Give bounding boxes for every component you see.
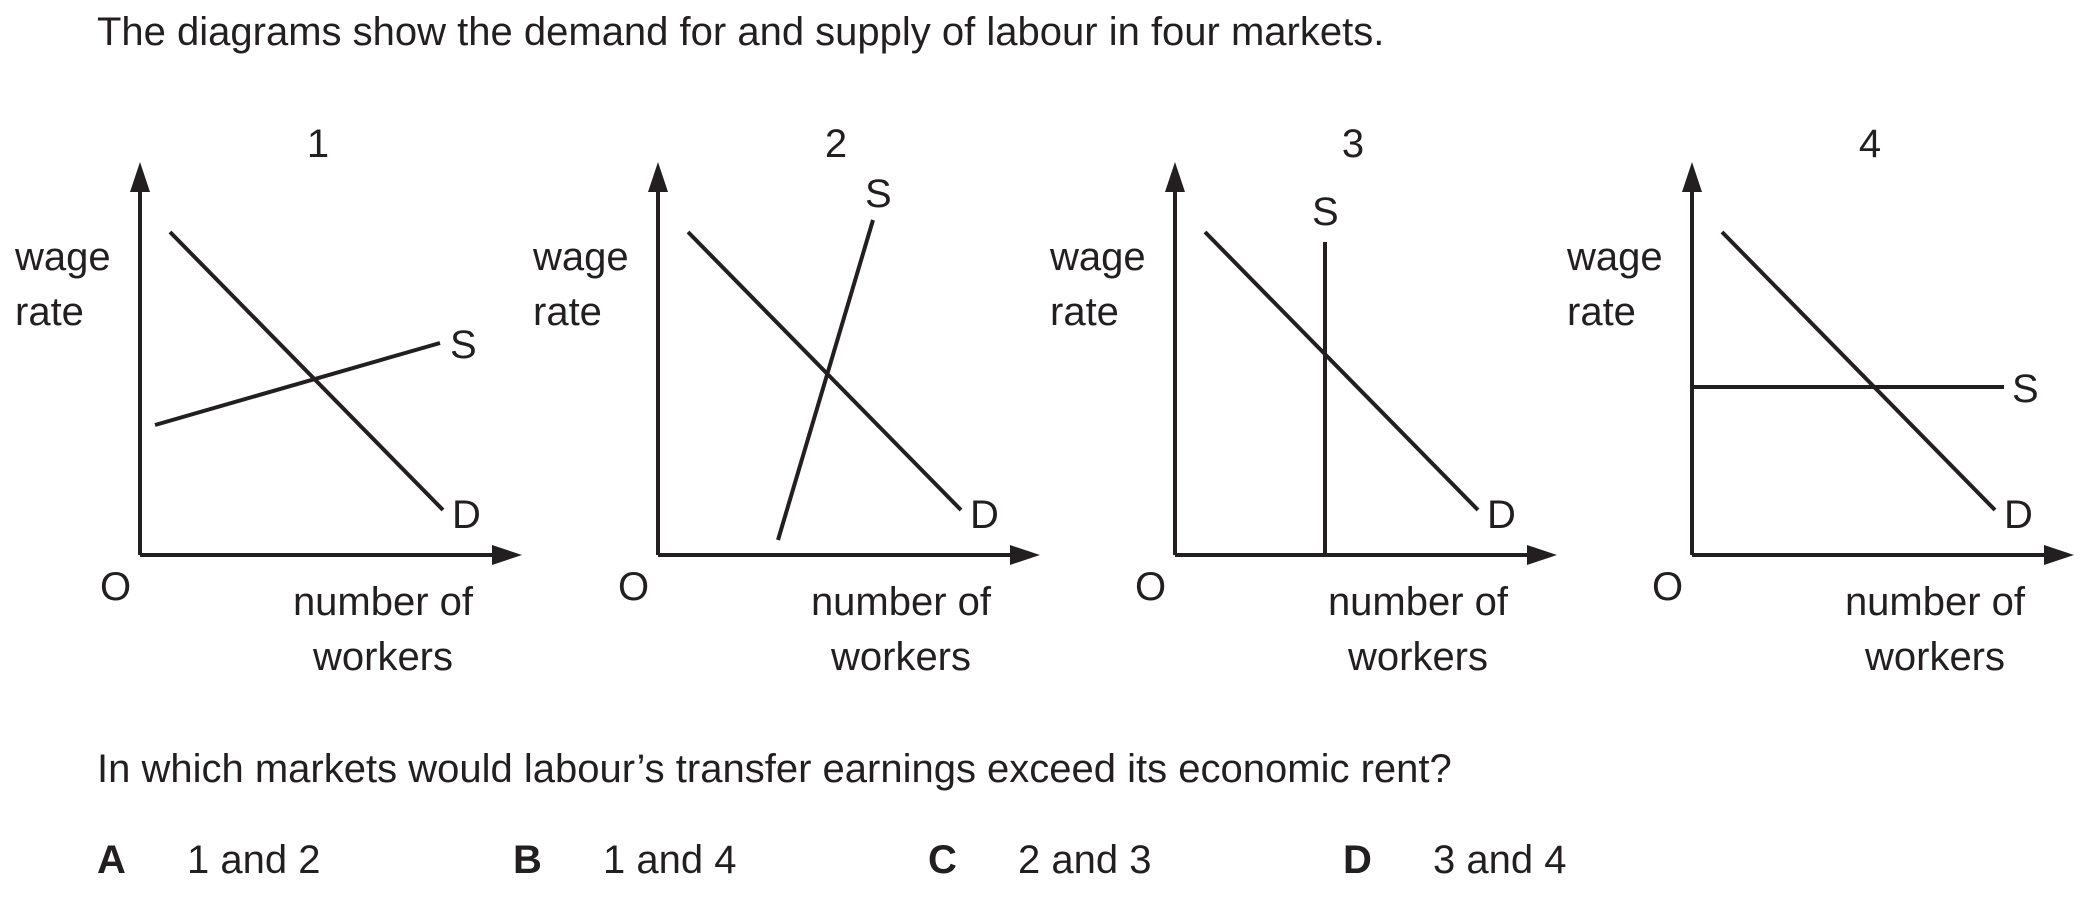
option-a-letter: A xyxy=(97,838,126,882)
x-axis-label-line2: workers xyxy=(1864,635,2005,679)
y-axis-label-line1: wage xyxy=(1566,235,1663,279)
x-axis-arrow xyxy=(1010,545,1040,565)
option-a[interactable]: A 1 and 2 xyxy=(97,838,320,883)
option-d[interactable]: D 3 and 4 xyxy=(1343,838,1566,883)
demand-label: D xyxy=(452,493,481,537)
answer-options: A 1 and 2 B 1 and 4 C 2 and 3 D 3 and 4 xyxy=(0,838,2099,898)
y-axis-label-line1: wage xyxy=(532,235,629,279)
supply-curve xyxy=(776,219,875,541)
option-d-letter: D xyxy=(1343,838,1372,882)
x-axis-label-line1: number of xyxy=(293,580,474,624)
supply-curve xyxy=(154,341,441,427)
demand-curve xyxy=(1203,230,1480,512)
y-axis-label-line1: wage xyxy=(1049,235,1146,279)
y-axis-arrow xyxy=(648,162,668,192)
diagram-3-number: 3 xyxy=(1342,122,1364,166)
y-axis-label-line2: rate xyxy=(533,290,602,334)
x-axis-label-line2: workers xyxy=(830,635,971,679)
option-b[interactable]: B 1 and 4 xyxy=(513,838,736,883)
x-axis-label-line1: number of xyxy=(1845,580,2026,624)
origin-label: O xyxy=(618,565,649,609)
option-a-text: 1 and 2 xyxy=(187,838,321,882)
option-c[interactable]: C 2 and 3 xyxy=(928,838,1151,883)
diagram-1-number: 1 xyxy=(307,122,329,166)
origin-label: O xyxy=(100,565,131,609)
demand-curve xyxy=(1720,230,1997,512)
demand-label: D xyxy=(970,493,999,537)
x-axis-label-line2: workers xyxy=(312,635,453,679)
x-axis-arrow xyxy=(1527,545,1557,565)
x-axis-label-line1: number of xyxy=(1328,580,1509,624)
y-axis-label-line2: rate xyxy=(15,290,84,334)
demand-label: D xyxy=(1487,493,1516,537)
question-text: In which markets would labour’s transfer… xyxy=(97,747,1452,791)
intro-text: The diagrams show the demand for and sup… xyxy=(97,10,1385,54)
y-axis-label-line2: rate xyxy=(1567,290,1636,334)
y-axis-label-line1: wage xyxy=(14,235,111,279)
option-d-text: 3 and 4 xyxy=(1433,838,1567,882)
supply-label: S xyxy=(2012,367,2039,411)
diagram-4-number: 4 xyxy=(1859,122,1881,166)
y-axis-arrow xyxy=(1682,162,1702,192)
y-axis-arrow xyxy=(1165,162,1185,192)
demand-curve xyxy=(168,230,445,512)
supply-label: S xyxy=(450,323,477,367)
supply-label: S xyxy=(865,172,892,216)
diagram-2-number: 2 xyxy=(825,122,847,166)
option-c-text: 2 and 3 xyxy=(1018,838,1152,882)
y-axis-label-line2: rate xyxy=(1050,290,1119,334)
x-axis-label-line1: number of xyxy=(811,580,992,624)
supply-label: S xyxy=(1312,190,1339,234)
option-b-text: 1 and 4 xyxy=(603,838,737,882)
demand-label: D xyxy=(2004,493,2033,537)
option-c-letter: C xyxy=(928,838,957,882)
x-axis-label-line2: workers xyxy=(1347,635,1488,679)
x-axis-arrow xyxy=(492,545,522,565)
x-axis-arrow xyxy=(2044,545,2074,565)
option-b-letter: B xyxy=(513,838,542,882)
origin-label: O xyxy=(1135,565,1166,609)
origin-label: O xyxy=(1652,565,1683,609)
y-axis-arrow xyxy=(130,162,150,192)
demand-curve xyxy=(686,230,963,512)
